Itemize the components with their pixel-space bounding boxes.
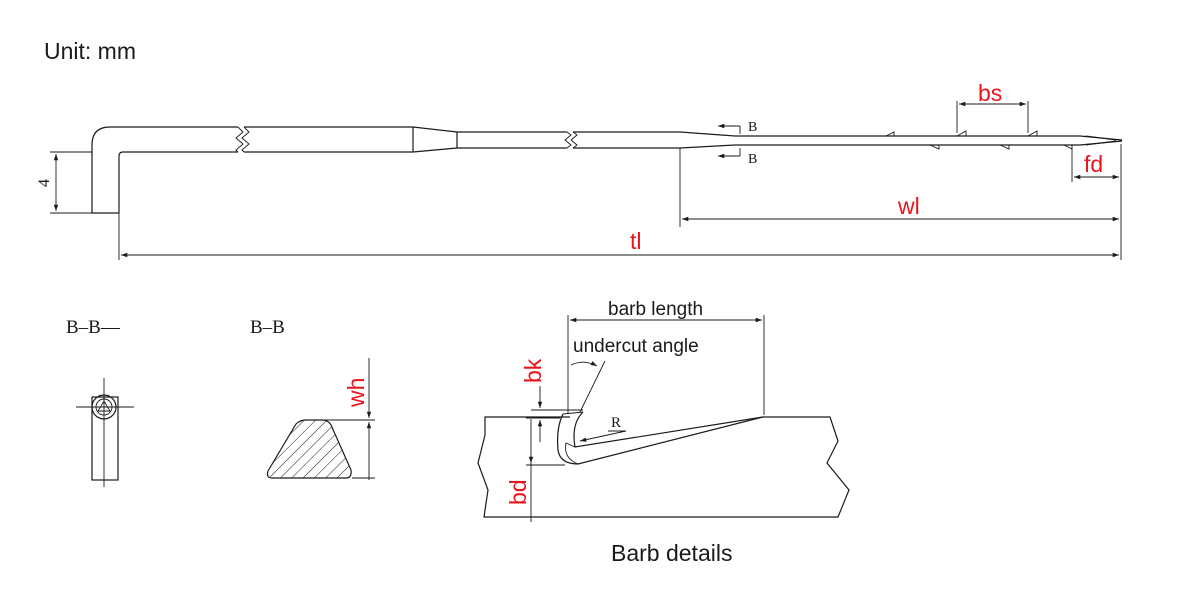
unit-label: Unit: mm bbox=[44, 38, 136, 64]
barb-length-label: barb length bbox=[608, 299, 703, 320]
wl-label: wl bbox=[897, 193, 920, 219]
wl-dimension: wl bbox=[679, 148, 1122, 260]
section-marker-top: B bbox=[718, 120, 757, 135]
radius-label: R bbox=[611, 415, 621, 431]
barb-details-caption: Barb details bbox=[611, 540, 732, 566]
section-letter-top: B bbox=[748, 120, 757, 135]
section-right-title: B–B bbox=[250, 317, 285, 338]
wh-label: wh bbox=[343, 378, 369, 408]
bk-label: bk bbox=[520, 358, 546, 383]
bd-label: bd bbox=[505, 479, 531, 505]
barb-detail: barb length undercut angle R bk bd Barb … bbox=[477, 299, 850, 566]
tl-dimension: tl bbox=[118, 213, 1119, 260]
undercut-angle-label: undercut angle bbox=[573, 336, 699, 357]
section-view-right: B–B wh bbox=[250, 317, 375, 480]
height-dimension: 4 bbox=[36, 151, 92, 214]
section-view-left: B–B— bbox=[66, 317, 134, 487]
needle-side-view bbox=[91, 126, 1123, 214]
bs-label: bs bbox=[978, 80, 1002, 106]
height-value: 4 bbox=[36, 179, 53, 187]
section-marker-bottom: B bbox=[718, 148, 757, 167]
fd-dimension: fd bbox=[1071, 144, 1122, 182]
tl-label: tl bbox=[630, 228, 642, 254]
fd-label: fd bbox=[1084, 151, 1103, 177]
section-left-title: B–B— bbox=[66, 317, 121, 338]
section-letter-bottom: B bbox=[748, 152, 757, 167]
bs-dimension: bs bbox=[956, 80, 1029, 133]
